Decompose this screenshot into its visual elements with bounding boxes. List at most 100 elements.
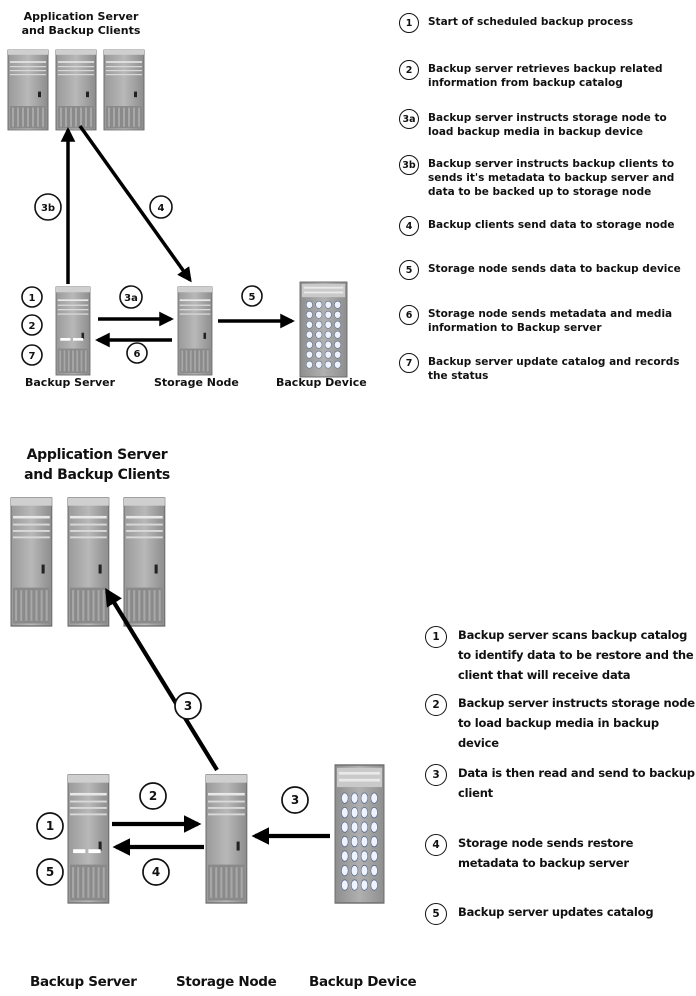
tape-slot-icon bbox=[324, 350, 332, 359]
tape-slot-icon bbox=[305, 330, 313, 339]
tape-slot-icon bbox=[334, 330, 342, 339]
client-server-1 bbox=[10, 497, 53, 627]
marker-3-right: 3 bbox=[291, 793, 299, 807]
step-number: 7 bbox=[399, 353, 419, 373]
marker-circle bbox=[119, 285, 143, 309]
backup-diagram: 1 2 7 3b 4 3a 6 5 bbox=[7, 49, 348, 378]
tape-slot-icon bbox=[341, 806, 349, 819]
marker-3-up: 3 bbox=[184, 699, 192, 713]
tape-slot-icon bbox=[360, 792, 369, 804]
tape-slot-icon bbox=[350, 821, 359, 833]
tape-slot-icon bbox=[334, 360, 342, 369]
step-number: 1 bbox=[399, 13, 419, 33]
backup-device-icon bbox=[299, 281, 348, 378]
tape-slot-icon bbox=[341, 792, 349, 804]
backup-clients-title: Application Server and Backup Clients bbox=[21, 10, 141, 37]
backup-server-icon bbox=[68, 775, 109, 903]
tape-slot-icon bbox=[350, 864, 359, 877]
tape-slot-icon bbox=[370, 864, 378, 877]
marker-circle bbox=[34, 193, 62, 221]
restore-step: 3 Data is then read and send to backup c… bbox=[425, 764, 695, 803]
step-text: Backup server instructs backup clients t… bbox=[428, 158, 675, 198]
tape-slot-icon bbox=[334, 300, 342, 309]
tape-slot-icon bbox=[315, 350, 323, 359]
client-server-1 bbox=[7, 49, 49, 131]
arrow-3-up bbox=[105, 587, 219, 772]
marker-circle bbox=[21, 286, 43, 308]
backup-step: 7 Backup server update catalog and recor… bbox=[399, 353, 693, 383]
tape-slot-icon bbox=[315, 360, 323, 369]
client-server-2 bbox=[67, 497, 110, 627]
backup-step: 2 Backup server retrieves backup related… bbox=[399, 60, 693, 90]
step-text: Storage node sends restore metadata to b… bbox=[458, 836, 634, 870]
tape-slot-icon bbox=[315, 300, 323, 309]
marker-2: 2 bbox=[149, 789, 157, 803]
storage-node-label: Storage Node bbox=[176, 974, 277, 990]
tape-slot-icon bbox=[315, 340, 323, 349]
tape-slot-icon bbox=[305, 350, 313, 359]
step-number: 1 bbox=[425, 626, 447, 648]
step-number: 2 bbox=[425, 694, 447, 716]
tape-slot-icon bbox=[350, 879, 359, 891]
backup-server-icon bbox=[56, 287, 90, 375]
tape-slot-icon bbox=[370, 792, 378, 804]
tape-slot-icon bbox=[305, 360, 313, 369]
marker-circle bbox=[241, 285, 263, 307]
marker-left-5: 5 bbox=[46, 865, 54, 879]
tape-slot-icon bbox=[341, 879, 349, 891]
marker-circle bbox=[36, 858, 64, 886]
step-number: 2 bbox=[399, 60, 419, 80]
marker-circle bbox=[139, 782, 167, 810]
step-number: 6 bbox=[399, 305, 419, 325]
step-text: Backup server scans backup catalog to id… bbox=[458, 628, 694, 682]
backup-step: 6 Storage node sends metadata and media … bbox=[399, 305, 693, 335]
backup-device-label: Backup Device bbox=[309, 974, 417, 990]
tape-slot-icon bbox=[370, 821, 378, 833]
tape-slot-icon bbox=[341, 864, 349, 877]
marker-circle bbox=[142, 858, 170, 886]
step-number: 3a bbox=[399, 109, 419, 129]
tape-slot-icon bbox=[324, 360, 332, 369]
tape-slot-icon bbox=[315, 330, 323, 339]
tape-slot-icon bbox=[370, 806, 378, 819]
tape-slot-icon bbox=[334, 310, 342, 319]
client-server-2 bbox=[55, 49, 97, 131]
marker-3b: 3b bbox=[41, 203, 55, 214]
storage-node-label: Storage Node bbox=[154, 376, 239, 389]
step-number: 5 bbox=[425, 903, 447, 925]
restore-step: 4 Storage node sends restore metadata to… bbox=[425, 834, 695, 873]
tape-slot-icon bbox=[360, 835, 369, 848]
step-text: Storage node sends data to backup device bbox=[428, 263, 681, 275]
tape-slot-icon bbox=[305, 320, 313, 329]
backup-device-icon bbox=[334, 764, 385, 904]
step-text: Backup server instructs storage node to … bbox=[428, 112, 667, 138]
marker-left-2: 2 bbox=[29, 321, 36, 332]
step-text: Backup server retrieves backup related i… bbox=[428, 63, 663, 89]
tape-slot-icon bbox=[324, 300, 332, 309]
marker-5: 5 bbox=[249, 292, 256, 303]
step-text: Start of scheduled backup process bbox=[428, 16, 634, 28]
tape-slot-icon bbox=[334, 340, 342, 349]
tape-slot-icon bbox=[324, 320, 332, 329]
backup-step: 3b Backup server instructs backup client… bbox=[399, 155, 693, 199]
tape-slot-icon bbox=[334, 350, 342, 359]
marker-left-1: 1 bbox=[46, 819, 54, 833]
tape-slot-icon bbox=[341, 835, 349, 848]
tape-slot-icon bbox=[315, 320, 323, 329]
tape-slot-icon bbox=[370, 850, 378, 862]
tape-slot-icon bbox=[350, 806, 359, 819]
step-number: 4 bbox=[425, 834, 447, 856]
backup-server-label: Backup Server bbox=[25, 376, 116, 389]
tape-slot-icon bbox=[350, 850, 359, 862]
marker-4: 4 bbox=[152, 865, 160, 879]
tape-slot-icon bbox=[324, 310, 332, 319]
restore-diagram: 1 5 3 2 4 3 bbox=[10, 497, 385, 904]
tape-slot-icon bbox=[350, 835, 359, 848]
restore-step: 1 Backup server scans backup catalog to … bbox=[425, 626, 695, 685]
marker-circle bbox=[21, 314, 43, 336]
client-server-3 bbox=[123, 497, 166, 627]
step-number: 3 bbox=[425, 764, 447, 786]
marker-left-7: 7 bbox=[29, 351, 36, 362]
tape-slot-icon bbox=[370, 879, 378, 891]
